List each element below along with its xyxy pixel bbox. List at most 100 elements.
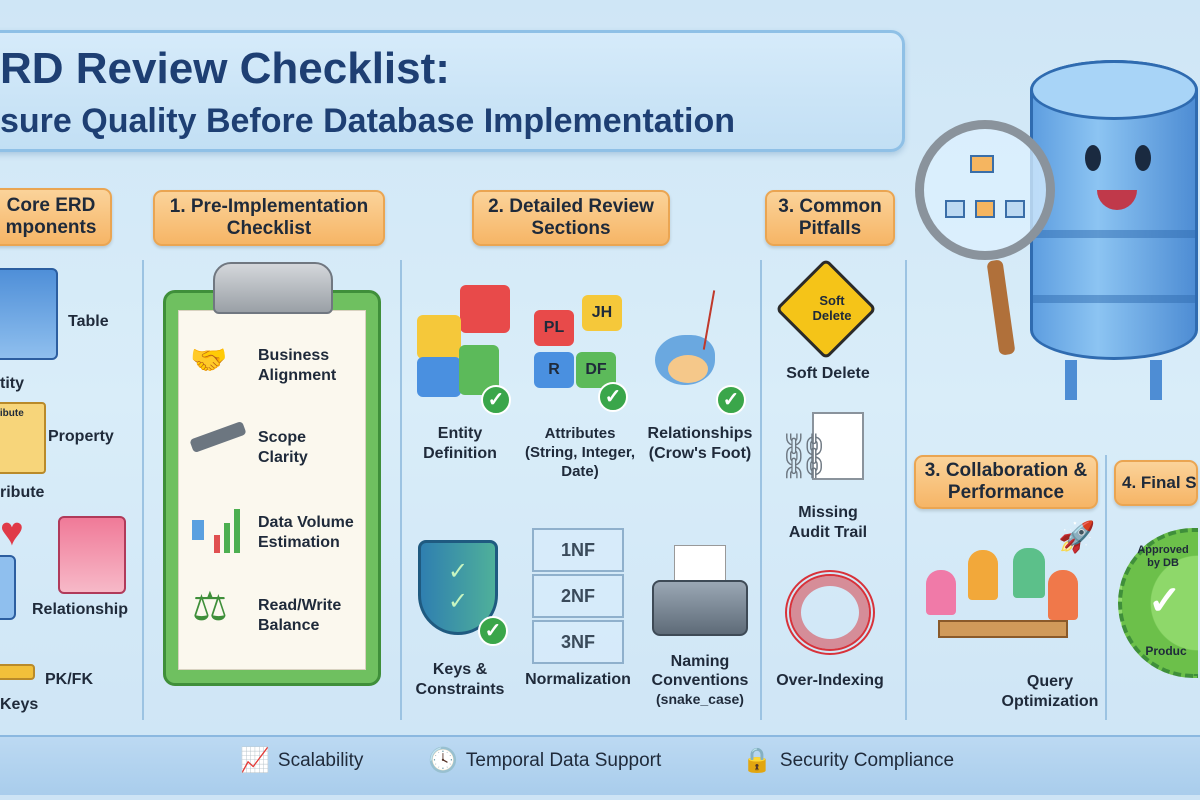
common-pitfalls-header: 3. Common Pitfalls [765,190,895,246]
normalization-level-2nf: 2NF [532,574,624,618]
scroll-icon: ribute [0,402,46,474]
puzzle-piece: R [534,352,574,388]
column-divider [142,260,144,720]
sign-text: Soft [819,293,845,308]
header-line: 3. Collaboration & [924,460,1088,481]
label-line: Missing [798,504,858,521]
label-line: (snake_case) [656,691,744,707]
volume-chart-icon [192,505,248,555]
puzzle-letters-icon: PL JH R DF ✓ [532,290,637,415]
entity-label: tity [0,375,24,392]
clipboard-paper [178,310,366,670]
typewriter-icon [652,545,748,640]
blue-brick-icon [0,555,16,620]
header-line: Sections [531,218,611,239]
label-line: Keys & [432,661,488,678]
header-line: Performance [947,482,1065,503]
label-line: Definition [423,445,497,462]
sign-text: Delete [812,308,852,323]
label-line: Constraints [415,681,505,698]
puzzle-piece: JH [582,295,622,331]
bird-icon: ✓ [650,290,750,415]
column-divider [760,260,762,720]
label-line: Conventions [651,672,749,689]
header-line: Checklist [226,218,312,239]
footer-item-security: 🔒 Security Compliance [742,746,954,775]
label-line: Naming [670,653,730,670]
final-header: 4. Final S [1114,460,1198,506]
core-components-header: Core ERD mponents [0,188,112,246]
footer-label: Security Compliance [779,749,955,771]
label-line: Normalization [525,671,631,688]
label-line: Over-Indexing [776,672,884,689]
property-label: Property [48,428,114,445]
clipboard-clamp-icon [213,262,333,314]
header-line: mponents [5,217,97,238]
badge-text: Produc [1145,644,1187,658]
header-line: Pitfalls [798,218,862,239]
keys-label: Keys [0,696,39,713]
page-title: RD Review Checklist: [0,44,450,93]
approved-badge-icon: Approved by DB ✓ Produc [1118,528,1198,678]
label-line: (String, Integer, [524,444,635,461]
database-mascot-icon [1030,60,1198,400]
lock-shield-icon: 🔒 [742,747,772,774]
label-line: Relationships [647,425,753,442]
scroll-text: ribute [0,408,24,419]
tangled-knot-icon [785,570,875,655]
label-line: Data Volume [258,514,354,531]
footer-label: Scalability [277,749,364,771]
team-rocket-icon: 🚀 [918,520,1098,670]
label-line: Query [1026,673,1074,690]
handshake-icon: 🤝 [190,344,228,377]
label-line: Estimation [258,534,340,551]
label-line: Alignment [258,367,337,384]
footer-item-scalability: 📈 Scalability [240,746,363,775]
title-banner [0,30,905,152]
label-line: Soft Delete [786,365,870,382]
normalization-label: Normalization [520,670,636,690]
pkfk-label: PK/FK [45,671,93,688]
header-line: Core ERD [6,195,96,216]
header-line: 4. Final S [1122,473,1197,492]
collaboration-header: 3. Collaboration & Performance [914,455,1098,509]
header-line: 1. Pre-Implementation [169,196,369,217]
attribute-label: ribute [0,484,45,501]
footer-bar [0,735,1200,795]
footer-label: Temporal Data Support [465,749,662,771]
shield-check-icon: ✓✓ ✓ [418,540,508,650]
page-subtitle: sure Quality Before Database Implementat… [0,102,735,140]
key-icon [0,664,35,680]
label-line: Scope [258,429,307,446]
badge-text: Approved by DB [1137,544,1189,569]
clock-calendar-icon: 🕓 [428,747,458,774]
header-line: 2. Detailed Review [488,196,654,217]
column-divider [905,260,907,720]
label-line: Read/Write [258,597,342,614]
puzzle-piece: PL [534,310,574,346]
footer-item-temporal: 🕓 Temporal Data Support [428,746,661,775]
label-line: (Crow's Foot) [648,445,752,462]
pink-brick-icon [58,516,126,594]
label-line: Date) [561,463,599,480]
label-line: Entity [437,425,483,442]
header-line: 3. Common [778,196,882,217]
over-indexing-label: Over-Indexing [768,671,892,691]
keys-constraints-label: Keys & Constraints [410,660,510,700]
label-line: Attributes [544,425,616,442]
blue-brick-table-icon [0,268,58,360]
column-divider [1105,455,1107,720]
normalization-level-3nf: 3NF [532,620,624,664]
check-icon: ✓ [1148,579,1182,623]
broken-chain-icon: ⛓ [776,432,832,481]
document-icon [812,412,864,480]
relationship-label: Relationship [32,601,129,618]
